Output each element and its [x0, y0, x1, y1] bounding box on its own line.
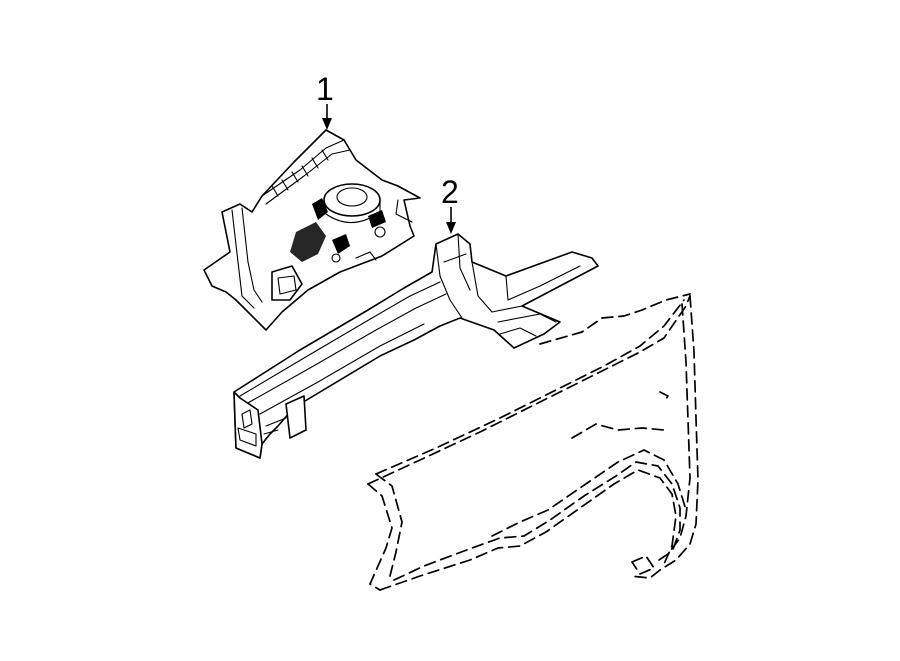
callout-2-number: 2 [441, 174, 459, 210]
part-2-frame-rail[interactable] [233, 233, 599, 459]
part-1-apron-panel[interactable] [203, 129, 421, 331]
fender-outline [367, 293, 699, 591]
callout-2[interactable]: 2 [441, 174, 459, 234]
callout-1-arrowhead [322, 118, 332, 130]
callout-1[interactable]: 1 [316, 71, 334, 130]
callout-1-number: 1 [316, 71, 334, 107]
callout-2-arrowhead [446, 222, 456, 234]
